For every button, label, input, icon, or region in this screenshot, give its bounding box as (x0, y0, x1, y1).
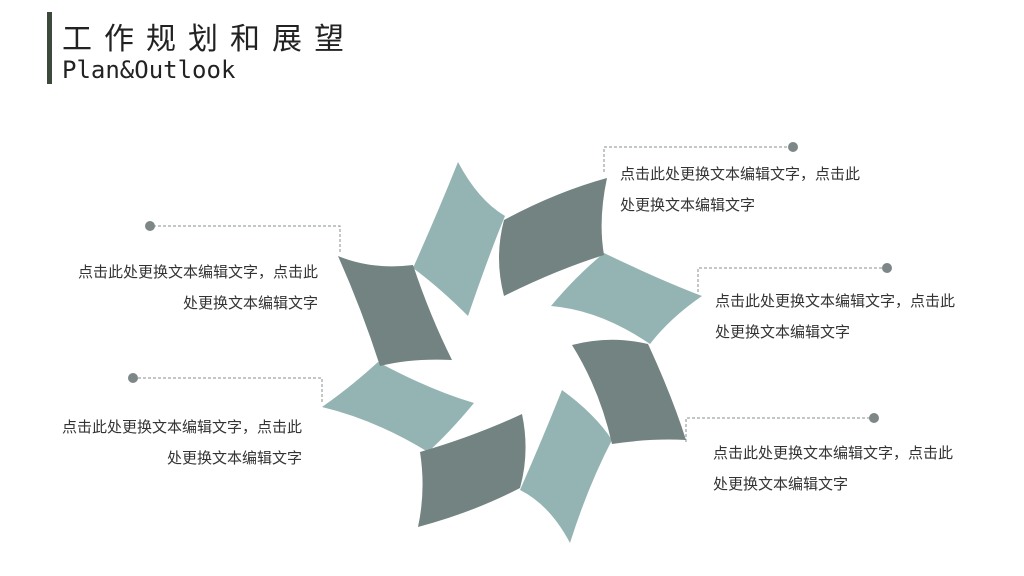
label-line: 点击此处更换文本编辑文字，点击此 (620, 165, 861, 183)
connector-mid-right (697, 267, 887, 292)
page-subtitle: Plan&Outlook (62, 56, 236, 84)
label-line: 处更换文本编辑文字 (713, 475, 849, 493)
petal-dark-right-lower (572, 339, 686, 444)
label-top-right: 点击此处更换文本编辑文字，点击此 处更换文本编辑文字 (620, 159, 860, 221)
dot-top-right (788, 142, 798, 152)
dot-bottom-left (128, 373, 138, 383)
connector-bottom-right (685, 417, 874, 442)
label-line: 处更换文本编辑文字 (715, 323, 851, 341)
petal-light-bottom-right (520, 390, 612, 543)
dot-mid-right (882, 263, 892, 273)
dot-top-left (145, 221, 155, 231)
connector-top-right (603, 146, 793, 172)
label-top-left: 点击此处更换文本编辑文字，点击此 处更换文本编辑文字 (44, 257, 318, 319)
dot-bottom-right (869, 413, 879, 423)
label-line: 处更换文本编辑文字 (182, 294, 318, 312)
label-bottom-right: 点击此处更换文本编辑文字，点击此 处更换文本编辑文字 (713, 438, 953, 500)
label-bottom-left: 点击此处更换文本编辑文字，点击此 处更换文本编辑文字 (28, 412, 302, 474)
page-title: 工作规划和展望 (62, 22, 356, 57)
title-accent-bar (47, 12, 52, 84)
label-line: 点击此处更换文本编辑文字，点击此 (715, 292, 956, 310)
label-mid-right: 点击此处更换文本编辑文字，点击此 处更换文本编辑文字 (715, 286, 955, 348)
connector-bottom-left (133, 377, 323, 402)
connector-top-left (150, 225, 341, 252)
petal-light-top (413, 162, 505, 316)
petal-dark-bottom (418, 414, 526, 527)
petal-dark-left (338, 256, 452, 366)
label-line: 处更换文本编辑文字 (620, 196, 756, 214)
label-line: 点击此处更换文本编辑文字，点击此 (713, 444, 954, 462)
petal-light-left (322, 362, 474, 452)
label-line: 点击此处更换文本编辑文字，点击此 (77, 263, 318, 281)
connector-lines (133, 146, 887, 442)
label-line: 点击此处更换文本编辑文字，点击此 (61, 418, 302, 436)
label-line: 处更换文本编辑文字 (166, 449, 302, 467)
petals (322, 162, 702, 543)
connector-dots (128, 142, 892, 423)
petal-dark-top-right (499, 178, 607, 296)
petal-light-right (551, 253, 702, 344)
